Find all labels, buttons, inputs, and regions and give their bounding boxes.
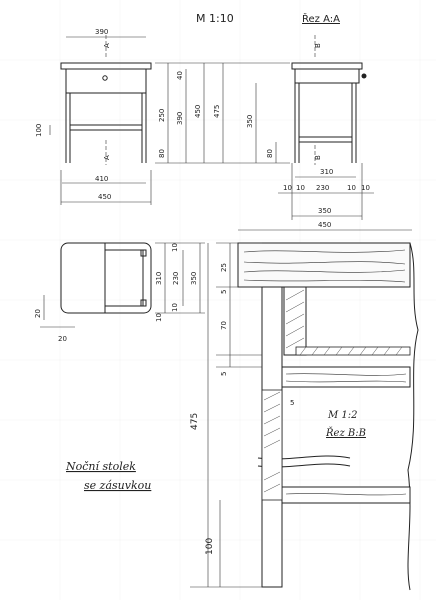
dim-plan-d10b: 10 xyxy=(171,303,179,312)
dim-plan-d230: 230 xyxy=(172,272,180,285)
section-marker-a-top: A xyxy=(103,43,111,48)
tabletop-section xyxy=(237,242,411,288)
dim-front-left-100: 100 xyxy=(35,124,43,137)
side-view: B B 350 80 310 10 10 230 10 10 350 450 xyxy=(238,35,412,231)
section-marker-b-bottom: B xyxy=(314,155,322,160)
dim-front-mid-width: 410 xyxy=(95,175,108,183)
dim-detail-d25: 25 xyxy=(220,263,228,272)
section-marker-b-top: B xyxy=(314,43,322,48)
stretcher-section xyxy=(281,366,411,388)
dim-front-h250: 250 xyxy=(158,109,166,122)
dim-side-w230: 230 xyxy=(316,184,329,192)
scale-detail-label: M 1:2 xyxy=(327,410,358,421)
plan-view: 10 310 230 10 10 350 20 20 xyxy=(34,242,205,343)
dim-detail-d5b: 5 xyxy=(220,372,228,376)
dim-detail-d475: 475 xyxy=(190,413,200,430)
section-aa-label: Řez A:A xyxy=(302,12,340,25)
rail-section xyxy=(283,286,307,356)
drawing-title-line2: se zásuvkou xyxy=(84,479,151,492)
dim-side-w350: 350 xyxy=(318,207,331,215)
dim-side-w10d: 10 xyxy=(361,184,370,192)
drawing-title-line1: Noční stolek xyxy=(65,460,136,473)
dim-side-w10b: 10 xyxy=(296,184,305,192)
drawer-bottom-section xyxy=(295,346,411,356)
dim-detail-d5c: 5 xyxy=(290,399,294,407)
dim-side-w450: 450 xyxy=(318,221,331,229)
dim-detail-d70: 70 xyxy=(220,321,228,330)
scale-main-label: M 1:10 xyxy=(196,12,234,25)
dim-detail-d5a: 5 xyxy=(220,290,228,294)
dim-detail-d100: 100 xyxy=(205,538,215,555)
detail-view: 25 5 70 5 5 475 100 M 1:2 Řez B:B xyxy=(190,242,419,591)
dim-side-h80: 80 xyxy=(266,149,274,158)
dim-front-top-width: 390 xyxy=(95,28,108,36)
front-view: A A 390 410 450 100 40 250 390 450 475 8… xyxy=(35,28,240,205)
dim-plan-d10a: 10 xyxy=(171,243,179,252)
drawer-knob-side xyxy=(361,73,367,79)
dim-front-overall-width: 450 xyxy=(98,193,111,201)
dim-plan-d310: 310 xyxy=(155,272,163,285)
dim-front-h80: 80 xyxy=(158,149,166,158)
dim-side-w310: 310 xyxy=(320,168,333,176)
dim-side-w10c: 10 xyxy=(347,184,356,192)
section-marker-a-bottom: A xyxy=(103,155,111,160)
drawer-knob xyxy=(102,75,108,81)
dim-plan-d20b: 20 xyxy=(58,335,67,343)
dim-front-h390: 390 xyxy=(176,112,184,125)
dim-side-h350: 350 xyxy=(246,115,254,128)
panel-section xyxy=(261,389,283,501)
dim-front-h475: 475 xyxy=(213,105,221,118)
dim-plan-d350: 350 xyxy=(190,272,198,285)
dim-front-h450: 450 xyxy=(194,105,202,118)
dim-plan-d20a: 20 xyxy=(34,309,42,318)
section-bb-label: Řez B:B xyxy=(325,427,366,439)
dim-side-w10a: 10 xyxy=(283,184,292,192)
dim-plan-d10c: 10 xyxy=(155,313,163,322)
dim-front-h40: 40 xyxy=(176,71,184,80)
